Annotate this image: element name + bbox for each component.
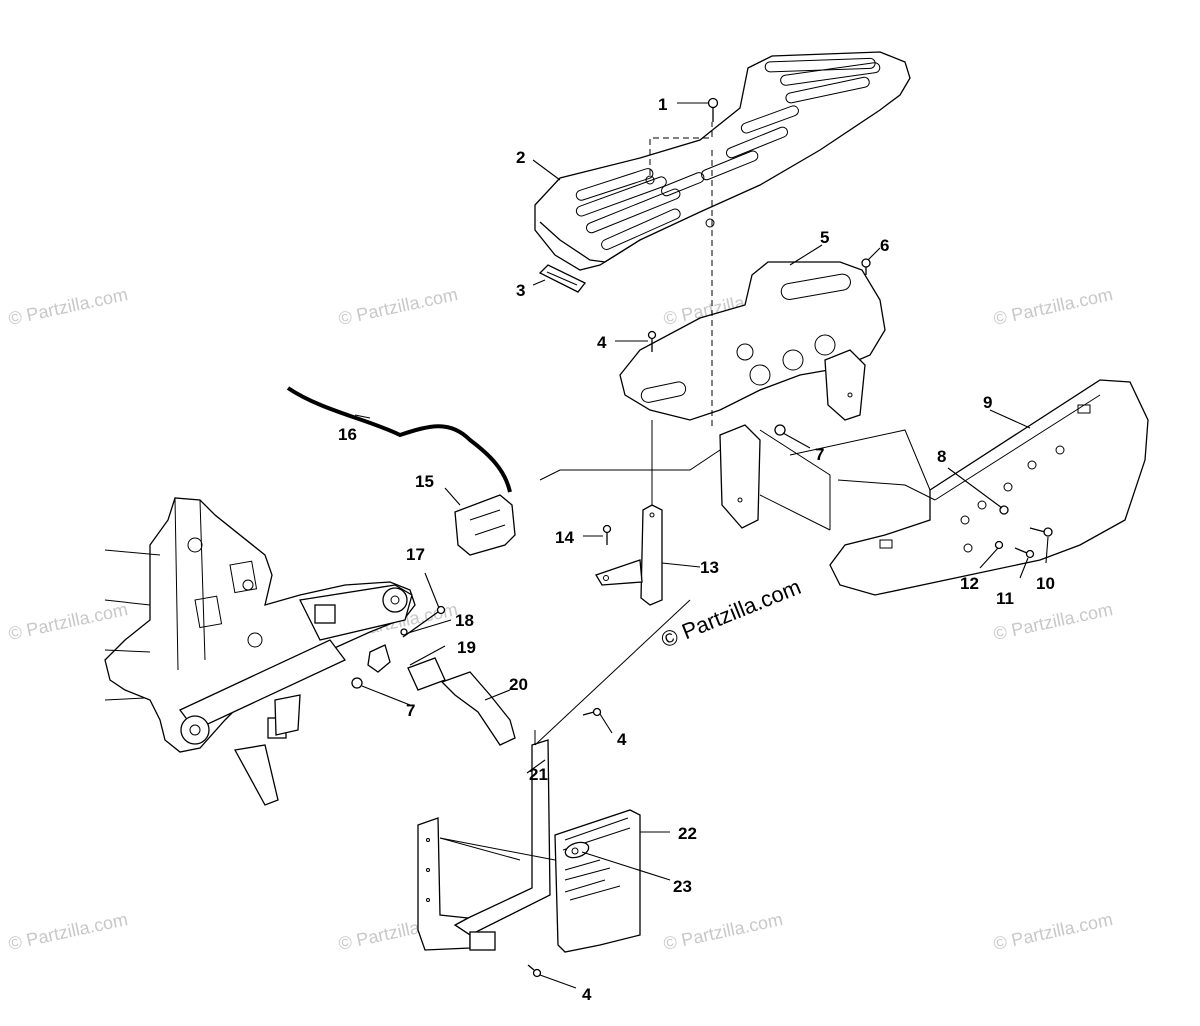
mud-flap-bracket — [417, 739, 551, 951]
watermark-1: © Partzilla.com — [7, 284, 130, 329]
bolt-6 — [861, 258, 871, 275]
watermark-11: © Partzilla.com — [992, 909, 1115, 954]
mount-bracket — [595, 504, 663, 606]
tail-light — [454, 494, 516, 556]
nut-7-upper — [774, 424, 786, 436]
bolt-4-lower — [527, 964, 542, 978]
callout-8: 8 — [937, 447, 946, 466]
bolt-4-upper — [647, 330, 657, 352]
callout-19: 19 — [457, 638, 476, 657]
clamp-block — [367, 644, 391, 673]
callout-18: 18 — [455, 611, 474, 630]
callout-12: 12 — [960, 574, 979, 593]
callout-20: 20 — [509, 675, 528, 694]
spacer-19 — [407, 657, 446, 691]
callout-labels: 1 2 3 4 5 6 7 8 9 10 11 12 13 14 15 16 1… — [338, 95, 1055, 1004]
rear-rack-plate — [534, 51, 911, 271]
callout-14: 14 — [555, 528, 574, 547]
screw-top — [707, 97, 719, 122]
screw-14 — [602, 524, 612, 545]
rear-bumper — [829, 379, 1149, 596]
callout-7: 7 — [815, 445, 824, 464]
callout-4: 4 — [597, 333, 607, 352]
callout-1: 1 — [658, 95, 667, 114]
callout-6: 6 — [880, 236, 889, 255]
washer-18 — [400, 628, 408, 636]
callout-9: 9 — [983, 393, 992, 412]
rack-support-frame — [619, 261, 886, 529]
nut-7-lower — [351, 677, 363, 689]
callout-10: 10 — [1036, 574, 1055, 593]
watermark-8: © Partzilla.com — [7, 909, 130, 954]
bolt-10 — [1029, 527, 1053, 537]
callout-4-lower: 4 — [582, 985, 592, 1004]
callout-23: 23 — [673, 877, 692, 896]
callout-21: 21 — [529, 765, 548, 784]
callout-13: 13 — [700, 558, 719, 577]
watermark-4: © Partzilla.com — [992, 284, 1115, 329]
callout-5: 5 — [820, 228, 829, 247]
alignment-lines — [439, 122, 936, 861]
wire-harness — [286, 386, 512, 493]
watermark-10: © Partzilla.com — [662, 909, 785, 954]
callout-4-middle: 4 — [617, 730, 627, 749]
washer-12 — [994, 540, 1004, 550]
callout-17: 17 — [406, 545, 425, 564]
callout-22: 22 — [678, 824, 697, 843]
bolt-11 — [1014, 547, 1035, 559]
leader-lines — [354, 102, 1049, 989]
watermark-center: © Partzilla.com — [658, 574, 805, 653]
reflector — [538, 264, 587, 293]
callout-2: 2 — [516, 148, 525, 167]
callout-3: 3 — [516, 281, 525, 300]
callout-11: 11 — [996, 589, 1014, 608]
atv-frame — [104, 497, 416, 806]
callout-16: 16 — [338, 425, 357, 444]
callout-15: 15 — [415, 472, 434, 491]
bolt-4-middle — [582, 707, 602, 717]
mud-flap — [554, 809, 641, 953]
watermark-2: © Partzilla.com — [337, 284, 460, 329]
support-arm — [440, 671, 516, 746]
watermark-5: © Partzilla.com — [7, 599, 130, 644]
callout-7-lower: 7 — [406, 701, 415, 720]
